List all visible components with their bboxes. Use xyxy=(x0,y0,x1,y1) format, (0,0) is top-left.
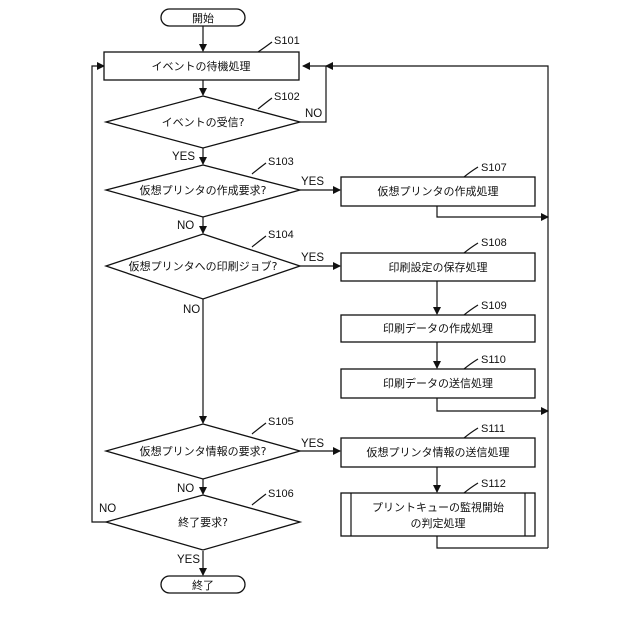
s102-no-label: NO xyxy=(305,108,322,120)
s109-process: 印刷データの作成処理 xyxy=(341,315,535,342)
start-terminal: 開始 xyxy=(161,9,245,26)
s101-process: イベントの待機処理 xyxy=(104,52,299,80)
arrow-s112-to-bus xyxy=(437,536,548,548)
s112-id: S112 xyxy=(481,478,506,490)
end-terminal: 終了 xyxy=(161,576,245,593)
s102-label: イベントの受信? xyxy=(162,116,245,129)
arrow-s106-no-loop xyxy=(92,66,106,522)
s106-yes-label: YES xyxy=(177,554,200,566)
s102-id: S102 xyxy=(274,91,300,103)
s111-process: 仮想プリンタ情報の送信処理 xyxy=(341,438,535,467)
s110-id: S110 xyxy=(481,354,506,366)
s107-id: S107 xyxy=(481,162,507,174)
end-label: 終了 xyxy=(192,578,214,592)
s106-leader xyxy=(252,494,266,505)
s106-id: S106 xyxy=(268,488,294,500)
s104-label: 仮想プリンタへの印刷ジョブ? xyxy=(129,259,278,273)
s105-leader xyxy=(252,423,266,434)
s111-leader xyxy=(464,428,478,438)
s103-id: S103 xyxy=(268,156,294,168)
s105-label: 仮想プリンタ情報の要求? xyxy=(140,444,267,458)
s109-id: S109 xyxy=(481,300,507,312)
s101-leader xyxy=(258,42,272,52)
s107-label: 仮想プリンタの作成処理 xyxy=(378,184,499,198)
s104-yes-label: YES xyxy=(301,252,324,264)
s105-no-label: NO xyxy=(177,483,194,495)
s109-label: 印刷データの作成処理 xyxy=(383,321,493,335)
s103-label: 仮想プリンタの作成要求? xyxy=(140,183,267,197)
s107-leader xyxy=(464,167,478,177)
s111-id: S111 xyxy=(481,423,505,435)
s107-process: 仮想プリンタの作成処理 xyxy=(341,177,535,206)
s104-decision: 仮想プリンタへの印刷ジョブ? xyxy=(106,234,300,299)
s104-id: S104 xyxy=(268,229,294,241)
s108-label: 印刷設定の保存処理 xyxy=(389,260,488,274)
s106-decision: 終了要求? xyxy=(106,495,300,550)
start-label: 開始 xyxy=(192,11,214,25)
s105-yes-label: YES xyxy=(301,438,324,450)
s110-leader xyxy=(464,359,478,369)
s112-subroutine: プリントキューの監視開始 の判定処理 xyxy=(341,493,535,536)
s108-process: 印刷設定の保存処理 xyxy=(341,253,535,281)
s112-label-line1: プリントキューの監視開始 xyxy=(372,500,504,514)
s110-label: 印刷データの送信処理 xyxy=(383,376,493,390)
arrow-s110-to-bus xyxy=(437,398,548,411)
s102-leader xyxy=(258,98,272,109)
s112-label-line2: の判定処理 xyxy=(411,516,466,530)
s106-label: 終了要求? xyxy=(178,515,228,529)
s103-leader xyxy=(252,163,266,174)
s108-leader xyxy=(464,243,478,253)
s104-leader xyxy=(252,236,266,247)
s105-decision: 仮想プリンタ情報の要求? xyxy=(106,424,300,479)
s103-no-label: NO xyxy=(177,220,194,232)
s108-id: S108 xyxy=(481,237,507,249)
s103-yes-label: YES xyxy=(301,176,324,188)
s109-leader xyxy=(464,305,478,315)
s106-no-label: NO xyxy=(99,503,116,515)
s103-decision: 仮想プリンタの作成要求? xyxy=(106,165,300,217)
s112-leader xyxy=(464,483,478,493)
s101-label: イベントの待機処理 xyxy=(152,59,251,73)
s111-label: 仮想プリンタ情報の送信処理 xyxy=(367,445,510,459)
s101-id: S101 xyxy=(274,35,300,47)
s102-decision: イベントの受信? xyxy=(106,96,300,148)
arrow-s107-to-bus xyxy=(437,206,548,217)
s104-no-label: NO xyxy=(183,304,200,316)
s105-id: S105 xyxy=(268,416,294,428)
s102-yes-label: YES xyxy=(172,151,195,163)
s110-process: 印刷データの送信処理 xyxy=(341,369,535,398)
